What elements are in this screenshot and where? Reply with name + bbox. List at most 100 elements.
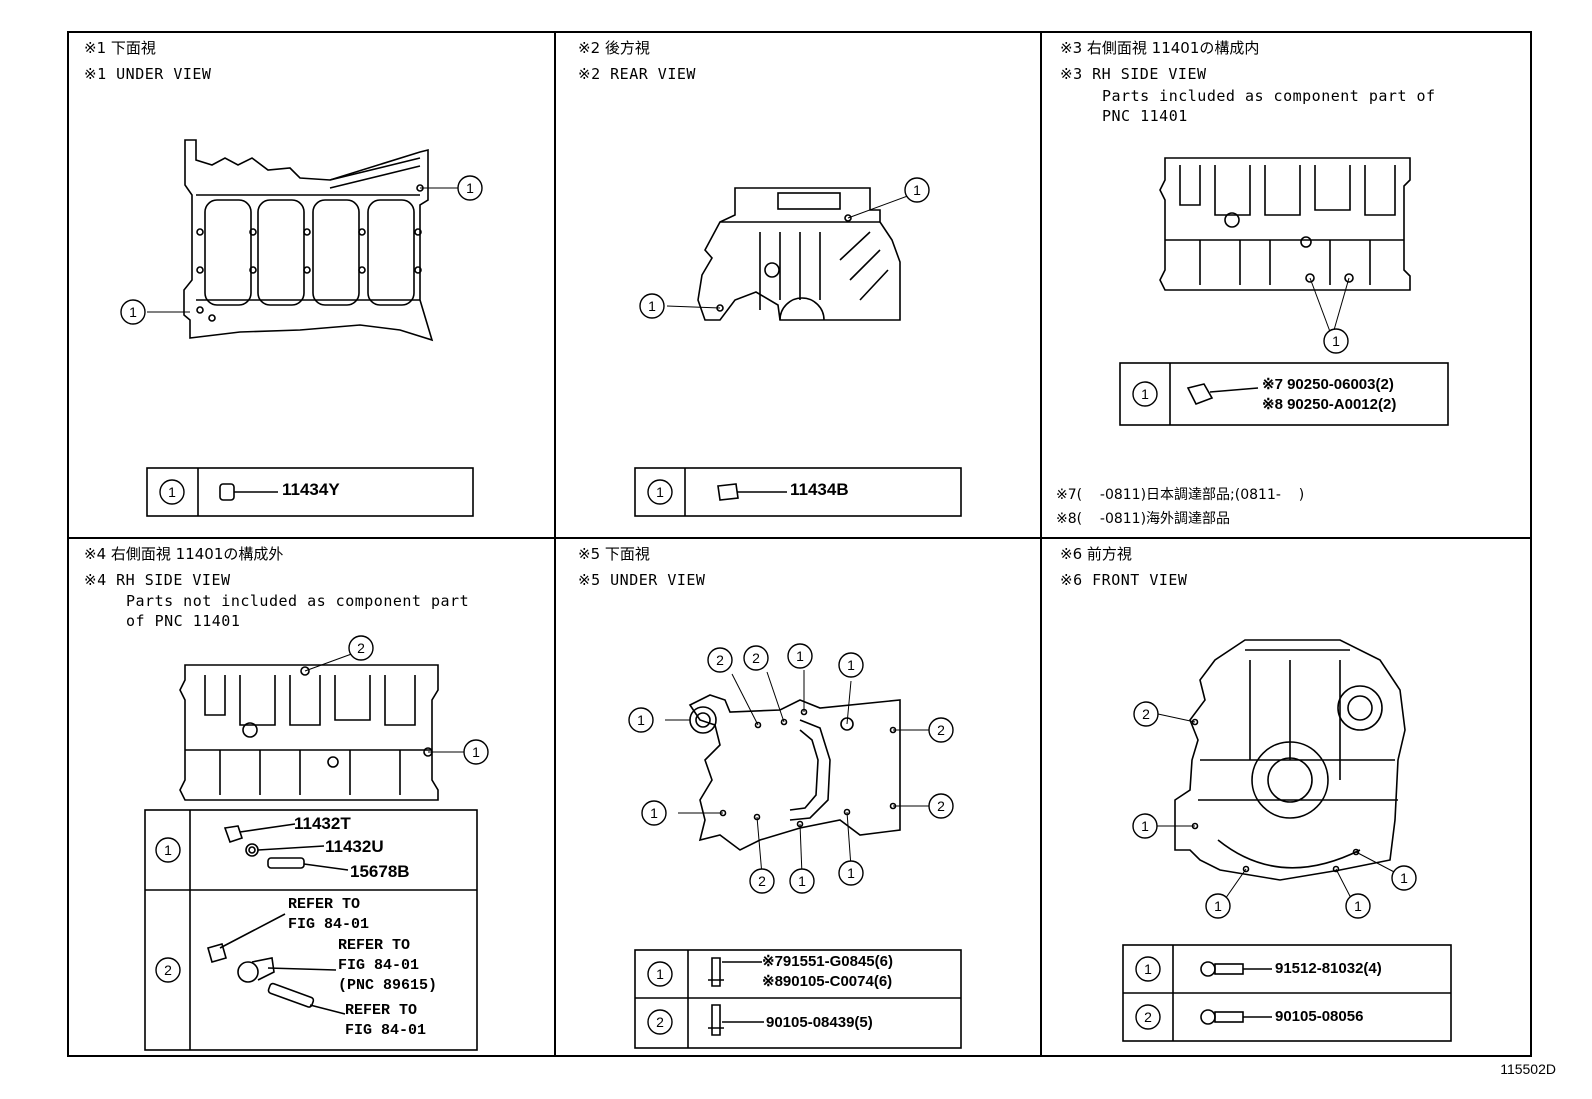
callout-number: 2 [716, 652, 724, 668]
panel-4-title-jp: ※4 右側面視 11401の構成外 [84, 545, 284, 563]
callout-number: 1 [472, 744, 480, 760]
callout-circle [707, 647, 733, 673]
callout-circle [1391, 865, 1417, 891]
callout-circle [928, 717, 954, 743]
callout-circle [838, 652, 864, 678]
engine-block-rh-side-view-drawing [179, 651, 472, 801]
panel-3-title-en: ※3 RH SIDE VIEW [1060, 65, 1207, 83]
callout-number: 1 [656, 484, 664, 500]
callout-circle [348, 635, 374, 661]
callout-circle [904, 177, 930, 203]
panel-6-title-en: ※6 FRONT VIEW [1060, 571, 1188, 589]
callout-circle [639, 293, 665, 319]
callout-circle [463, 739, 489, 765]
engine-block-under-view-drawing-2 [665, 670, 937, 876]
callout-number: 1 [1354, 898, 1362, 914]
panel-2-title-en: ※2 REAR VIEW [578, 65, 696, 83]
callout-number: 1 [798, 873, 806, 889]
callout-number: 2 [656, 1014, 664, 1030]
callout-number: 1 [466, 180, 474, 196]
parts-table [146, 467, 474, 517]
parts-table [1119, 362, 1449, 426]
callout-number: 1 [1141, 386, 1149, 402]
part-number: 11432U [325, 837, 384, 856]
part-number: ※8 90250-A0012(2) [1262, 396, 1397, 413]
callout-circle [457, 175, 483, 201]
part-number: 90105-08056 [1275, 1008, 1364, 1025]
engine-block-under-view-drawing [147, 139, 466, 342]
callout-number: 1 [1214, 898, 1222, 914]
callout-number: 1 [648, 298, 656, 314]
callout-circle [647, 1009, 673, 1035]
callout-number: 1 [1144, 961, 1152, 977]
callout-circle [787, 643, 813, 669]
callout-circle [789, 868, 815, 894]
part-number: 91512-81032(4) [1275, 960, 1382, 977]
panel-3-subtitle: Parts included as component part of PNC … [1102, 87, 1436, 125]
callout-number: 1 [129, 304, 137, 320]
callout-circle [1132, 813, 1158, 839]
part-number: ※7 90250-06003(2) [1262, 376, 1394, 393]
callout-number: 1 [847, 657, 855, 673]
callout-number: 1 [1332, 333, 1340, 349]
callout-number: 2 [752, 650, 760, 666]
figure-number: 115502D [1500, 1061, 1556, 1077]
part-number: 15678B [350, 862, 410, 881]
callout-number: 2 [1142, 706, 1150, 722]
panel-5-title-jp: ※5 下面視 [578, 545, 650, 563]
callout-circle [1323, 328, 1349, 354]
callout-number: 2 [937, 798, 945, 814]
callout-circle [1135, 956, 1161, 982]
callout-number: 1 [656, 966, 664, 982]
callout-circle [928, 793, 954, 819]
callout-circle [628, 707, 654, 733]
parts-table [634, 949, 962, 1049]
callout-circle [1135, 1004, 1161, 1030]
engine-block-rear-view-drawing [666, 187, 914, 321]
part-number: 11434Y [282, 480, 340, 499]
parts-table [1122, 944, 1452, 1042]
callout-circle [159, 479, 185, 505]
callout-number: 1 [913, 182, 921, 198]
parts-table [634, 467, 962, 517]
callout-number: 1 [796, 648, 804, 664]
callout-circle [641, 800, 667, 826]
panel-1-title-en: ※1 UNDER VIEW [84, 65, 212, 83]
callout-circle [1345, 893, 1371, 919]
panel-4-subtitle: Parts not included as component part of … [126, 592, 470, 630]
callout-circle [647, 479, 673, 505]
panel-6-title-jp: ※6 前方視 [1060, 545, 1132, 563]
callout-circle [743, 645, 769, 671]
callout-number: 1 [1141, 818, 1149, 834]
refer-to-note: REFER TO FIG 84-01 (PNC 89615) [338, 937, 438, 994]
part-number: ※890105-C0074(6) [762, 973, 893, 990]
callout-circle [120, 299, 146, 325]
callout-number: 2 [758, 873, 766, 889]
callout-number: 2 [357, 640, 365, 656]
callout-circle [155, 837, 181, 863]
callout-circle [155, 957, 181, 983]
part-number: ※791551-G0845(6) [762, 953, 893, 970]
callout-number: 2 [1144, 1009, 1152, 1025]
refer-to-note: REFER TO FIG 84-01 [288, 896, 370, 933]
parts-table [144, 809, 478, 1051]
callout-circle [838, 860, 864, 886]
panel-4-title-en: ※4 RH SIDE VIEW [84, 571, 231, 589]
callout-circle [647, 961, 673, 987]
engine-block-front-view-drawing [1157, 639, 1406, 903]
callout-number: 2 [164, 962, 172, 978]
sourcing-note: ※7( -0811)日本調達部品;(0811- ) [1056, 487, 1305, 503]
sheet-border [67, 31, 1532, 1057]
panel-3-title-jp: ※3 右側面視 11401の構成内 [1060, 39, 1260, 57]
callout-circle [749, 868, 775, 894]
callout-number: 1 [847, 865, 855, 881]
sourcing-note: ※8( -0811)海外調達部品 [1056, 511, 1231, 527]
callout-number: 1 [168, 484, 176, 500]
callout-number: 1 [637, 712, 645, 728]
callout-number: 1 [650, 805, 658, 821]
callout-circle [1132, 381, 1158, 407]
callout-number: 1 [164, 842, 172, 858]
panel-1-title-jp: ※1 下面視 [84, 39, 156, 57]
part-number: 11432T [294, 814, 351, 833]
